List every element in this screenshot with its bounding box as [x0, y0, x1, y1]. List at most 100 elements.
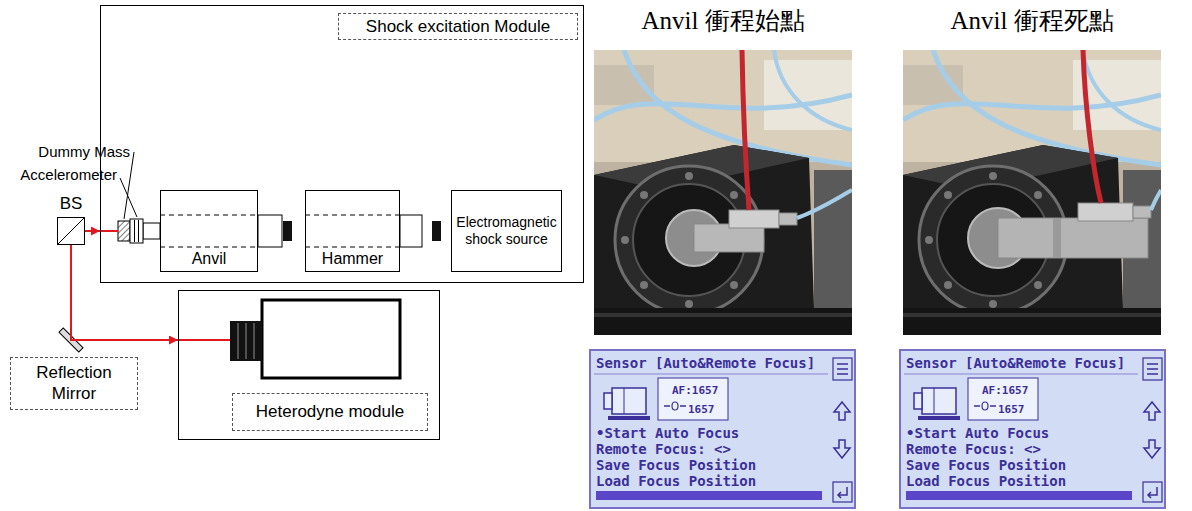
heterodyne-head — [237, 323, 239, 359]
label-slot: •Start Auto Focus — [596, 424, 739, 442]
hammer-shaft — [400, 215, 422, 247]
focus-readout: AF:1657 — [672, 384, 718, 398]
heterodyne-head — [262, 300, 400, 378]
menu-item: Save Focus Position — [906, 457, 1066, 473]
photo-stroke-end — [903, 308, 1161, 335]
menu-icon — [833, 358, 852, 380]
photo-stroke-end — [1133, 206, 1151, 218]
label-slot: Remote Focus: <> — [596, 440, 731, 458]
photo-stroke-start — [594, 308, 852, 335]
photo-stroke-end — [989, 300, 997, 308]
menu-item: •Start Auto Focus — [596, 425, 739, 441]
laser-beam — [178, 339, 230, 341]
label-slot: 1657 — [688, 399, 715, 417]
selection-bar — [596, 491, 822, 500]
focus-readout: AF:1657 — [982, 384, 1028, 398]
menu-item: Load Focus Position — [596, 473, 756, 489]
label-slot: Load Focus Position — [906, 472, 1066, 490]
photo-stroke-end — [903, 50, 1161, 335]
laser-beam — [85, 230, 100, 232]
menu-item: Load Focus Position — [906, 473, 1066, 489]
part-name: Electromagnetic shock source — [452, 214, 560, 248]
menu-icon — [837, 363, 848, 365]
enter-icon — [838, 487, 847, 498]
photo-stroke-end — [1034, 281, 1042, 289]
photo-stroke-end — [903, 50, 1161, 335]
enter-icon — [1143, 482, 1162, 502]
anvil-shaft — [258, 215, 282, 247]
photo-stroke-start — [594, 313, 852, 317]
photo-stroke-end — [1151, 190, 1161, 210]
sensor-icon — [914, 393, 922, 409]
label-slot: Dummy Mass — [38, 143, 130, 161]
bore-line — [160, 247, 258, 248]
focus-symbol — [680, 405, 686, 407]
part-label: Accelerometer — [20, 166, 117, 183]
sensor-icon — [604, 393, 612, 409]
beam-splitter: BS — [57, 217, 85, 245]
photo-stroke-end — [1083, 50, 1101, 203]
photo-stroke-start — [730, 191, 738, 199]
sensor-icon — [624, 388, 625, 414]
label-slot: Sensor [Auto&Remote Focus] — [596, 354, 815, 372]
focus-symbol — [672, 402, 678, 410]
impact-tip — [432, 221, 441, 241]
shock-train — [118, 215, 441, 247]
enter-icon — [1148, 487, 1157, 498]
photo-stroke-end — [1034, 191, 1042, 199]
photo-stroke-end — [944, 281, 952, 289]
lcd-screen — [594, 374, 828, 375]
photo-stroke-start — [774, 50, 852, 130]
photo-stroke-start — [621, 236, 629, 244]
selection-bar — [906, 491, 1132, 500]
impact-tip — [283, 221, 292, 241]
photo-stroke-end — [925, 236, 933, 244]
accelerometer — [130, 219, 143, 243]
photo-stroke-start — [640, 191, 648, 199]
menu-item: Save Focus Position — [596, 457, 756, 473]
label-slot: AF:1657 — [982, 380, 1028, 398]
beam-splitter-face — [57, 217, 85, 245]
menu-icon — [837, 368, 848, 370]
leader-line — [124, 152, 134, 219]
label-slot: AF:1657 — [672, 380, 718, 398]
photo-stroke-start — [730, 281, 738, 289]
photo-stroke-end — [1053, 218, 1061, 258]
photo-title: Anvil 衝程始點 — [641, 6, 804, 36]
sensor-icon — [612, 388, 646, 414]
photo-title: Anvil 衝程死點 — [950, 6, 1113, 36]
menu-icon — [1147, 373, 1158, 375]
heterodyne-head — [230, 321, 262, 361]
enter-icon — [833, 482, 852, 502]
focus-symbol — [982, 402, 988, 410]
label-slot: Anvil 衝程始點 — [523, 6, 923, 36]
part-name: Hammer — [322, 249, 383, 268]
label-slot: Anvil 衝程死點 — [832, 6, 1192, 36]
sensor-icon — [922, 388, 956, 414]
menu-icon — [1143, 358, 1162, 380]
focus-readout: 1657 — [688, 403, 715, 417]
lcd-screen — [590, 350, 855, 508]
photo-stroke-start — [797, 190, 852, 218]
anvil-box: Anvil — [160, 190, 258, 272]
lcd-screen — [900, 350, 1165, 508]
menu-item: •Start Auto Focus — [906, 425, 1049, 441]
module-title: Heterodyne module — [232, 393, 428, 431]
module-box: Shock excitation ModuleAnvilHammerElectr… — [100, 5, 584, 283]
label-slot: Save Focus Position — [906, 456, 1066, 474]
leader-line — [120, 178, 137, 217]
photo-stroke-start — [779, 213, 797, 225]
label-slot: Sensor [Auto&Remote Focus] — [906, 354, 1125, 372]
heterodyne-box: Heterodyne module — [178, 290, 440, 440]
sensor-icon — [918, 416, 960, 420]
accelerometer — [138, 220, 139, 242]
part-name: Reflection Mirror — [24, 363, 124, 404]
sensor-icon — [934, 388, 935, 414]
photo-stroke-end — [903, 95, 1161, 120]
down-icon — [834, 440, 850, 458]
photo-stroke-start — [594, 95, 852, 120]
mirror-label-box: Reflection Mirror — [10, 357, 138, 410]
photo-stroke-start — [729, 210, 779, 228]
hammer-box: Hammer — [305, 190, 400, 272]
